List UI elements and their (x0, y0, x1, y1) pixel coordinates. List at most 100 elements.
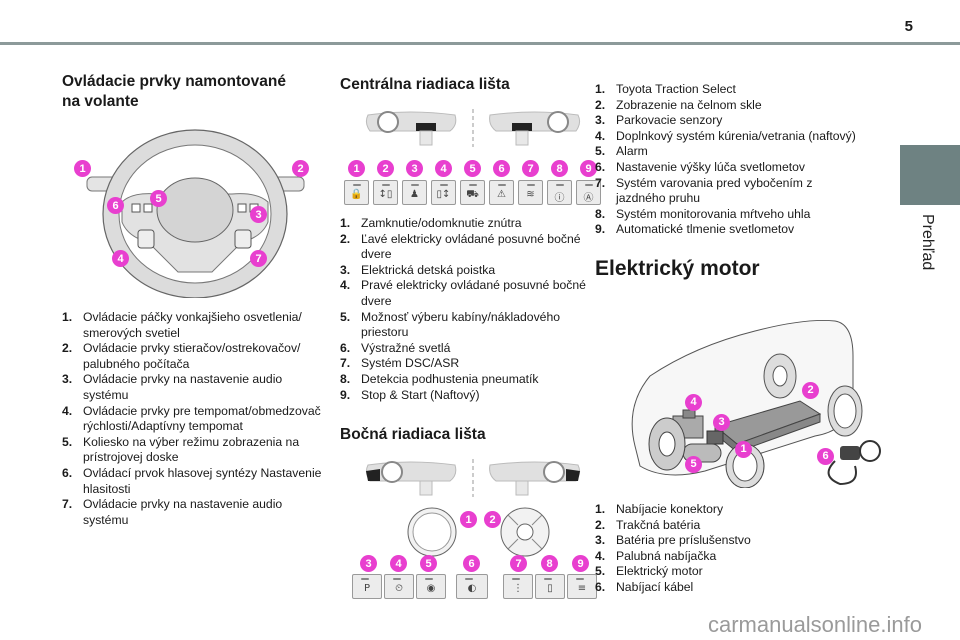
tire-pressure-button[interactable]: ⓘ (547, 180, 572, 205)
list-item: 7.Ovládacie prvky na nastavenie audio sy… (62, 497, 327, 528)
hazard-button[interactable]: ⚠ (489, 180, 514, 205)
side-control-list: 1.Toyota Traction Select 2.Zobrazenie na… (595, 82, 895, 238)
list-item: 4.Ovládacie prvky pre tempomat/obmedzova… (62, 404, 327, 435)
list-item: 2.Ovládacie prvky stieračov/ostrekovačov… (62, 341, 327, 372)
list-item: 1.Toyota Traction Select (595, 82, 895, 98)
list-item: 2.Zobrazenie na čelnom skle (595, 98, 895, 114)
electric-van-icon (631, 319, 881, 489)
item-text: Automatické tlmenie svetlometov (616, 222, 795, 237)
item-number: 2. (340, 231, 351, 246)
side-dashboard-illustration (340, 457, 605, 501)
item-text: Ovládacie prvky stieračov/ostrekovačov/ … (83, 341, 301, 371)
right-sliding-door-icon: ▯↕ (436, 189, 451, 200)
side-controls-cluster: 1 2 3 4 5 6 7 8 9 P ⏲ ◉ ◐ ⋮ ▯ ≡ (340, 507, 605, 600)
electric-badge-5: 5 (685, 455, 702, 473)
cabin-cargo-button[interactable]: ⛟ (460, 180, 485, 205)
park-sensor-off-icon: P (363, 583, 371, 595)
list-item: 4.Pravé elektricky ovládané posuvné bočn… (340, 278, 605, 309)
central-badge-8: 8 (551, 160, 568, 177)
steering-badge-1: 1 (74, 160, 91, 177)
side-control-list-section: 1.Toyota Traction Select 2.Zobrazenie na… (595, 82, 895, 596)
item-number: 5. (595, 564, 606, 579)
aux-heating-button[interactable]: ⏲ (384, 574, 414, 600)
steering-badge-4: 4 (112, 250, 129, 267)
steering-controls-list: 1.Ovládacie páčky vonkajšieho osvetlenia… (62, 310, 327, 528)
left-sliding-door-button[interactable]: ↕▯ (373, 180, 398, 205)
steering-badge-3: 3 (250, 206, 267, 223)
item-text: Ovládacie prvky na nastavenie audio syst… (83, 372, 283, 402)
item-number: 4. (62, 403, 73, 418)
lane-departure-button[interactable]: ⋮ (503, 574, 533, 600)
park-sensor-button[interactable]: P (352, 574, 382, 600)
item-number: 5. (595, 144, 606, 159)
item-number: 9. (340, 387, 351, 402)
watermark-link[interactable]: carmanualsonline.info (707, 612, 922, 637)
list-item: 5.Elektrický motor (595, 564, 895, 580)
item-text: Doplnkový systém kúrenia/vetrania (nafto… (616, 128, 856, 143)
side-badge-5: 5 (420, 555, 437, 573)
chapter-tab-label[interactable]: Prehľad (919, 214, 936, 271)
side-badge-6: 6 (463, 555, 480, 573)
steering-badge-5: 5 (150, 190, 167, 207)
side-control-title: Bočná riadiaca lišta (340, 426, 486, 444)
item-text: Elektrická detská poistka (361, 262, 496, 277)
central-buttons-row: 1 2 3 4 5 6 7 8 9 🔒 ↕▯ ♟ ▯↕ ⛟ ⚠ ≋ ⓘ Ⓐ (340, 160, 605, 210)
electric-motor-title: Elektrický motor (595, 256, 760, 280)
central-badge-7: 7 (522, 160, 539, 177)
dashboard-layout-icon (365, 109, 581, 147)
list-item: 3.Ovládacie prvky na nastavenie audio sy… (62, 372, 327, 403)
item-number: 8. (340, 371, 351, 386)
electric-motor-list: 1.Nabíjacie konektory 2.Trakčná batéria … (595, 502, 895, 596)
chapter-tab-marker[interactable] (900, 145, 960, 205)
central-dashboard-illustration (340, 107, 605, 151)
child-lock-button[interactable]: ♟ (402, 180, 427, 205)
dsc-off-button[interactable]: ≋ (518, 180, 543, 205)
blind-spot-button[interactable]: ▯ (535, 574, 565, 600)
item-number: 3. (595, 113, 606, 128)
item-text: Nabíjací kábel (616, 579, 694, 594)
central-badge-1: 1 (348, 160, 365, 177)
right-sliding-door-button[interactable]: ▯↕ (431, 180, 456, 205)
electric-badge-3: 3 (713, 413, 730, 431)
steering-wheel-illustration: 1 2 3 4 5 6 7 (62, 122, 327, 299)
list-item: 6.Výstražné svetlá (340, 341, 605, 357)
list-item: 5.Alarm (595, 144, 895, 160)
stop-start-button[interactable]: Ⓐ (576, 180, 601, 205)
central-control-section: Centrálna riadiaca lišta 1 2 3 4 5 6 7 8… (340, 72, 605, 600)
central-badge-3: 3 (406, 160, 423, 177)
steering-controls-title: Ovládacie prvky namontované na volante (62, 73, 286, 110)
item-number: 6. (62, 465, 73, 480)
list-item: 1.Ovládacie páčky vonkajšieho osvetlenia… (62, 310, 327, 341)
item-number: 9. (595, 222, 606, 237)
child-lock-icon: ♟ (410, 189, 419, 200)
item-text: Možnosť výberu kabíny/nákladového priest… (361, 309, 561, 340)
item-text: Pravé elektricky ovládané posuvné bočné … (361, 278, 586, 308)
list-item: 1.Nabíjacie konektory (595, 502, 895, 518)
headlamp-level-icon: ◐ (467, 583, 477, 595)
item-number: 5. (340, 309, 351, 324)
item-text: Ovládacie prvky na nastavenie audio syst… (83, 497, 283, 527)
item-number: 1. (340, 216, 351, 230)
list-item: 9. Automatické tlmenie svetlometov (595, 222, 895, 238)
page-number: 5 (904, 18, 913, 35)
list-item: 7.Systém DSC/ASR (340, 356, 605, 372)
side-badge-2: 2 (484, 511, 501, 529)
steering-wheel-icon (86, 129, 305, 299)
auto-high-beam-button[interactable]: ≡ (567, 574, 597, 600)
electric-van-illustration: 1 2 3 4 5 6 (595, 296, 885, 489)
alarm-icon: ◉ (426, 583, 436, 595)
item-number: 7. (340, 356, 351, 371)
central-badge-2: 2 (377, 160, 394, 177)
central-control-list: 1.Zamknutie/odomknutie znútra 2.Ľavé ele… (340, 216, 605, 403)
headlamp-level-wheel[interactable]: ◐ (456, 574, 488, 600)
central-badge-6: 6 (493, 160, 510, 177)
hud-control-pad-icon (500, 507, 550, 557)
alarm-button[interactable]: ◉ (416, 574, 446, 600)
central-badge-5: 5 (464, 160, 481, 177)
side-badge-8: 8 (541, 555, 558, 573)
lock-button[interactable]: 🔒 (344, 180, 369, 205)
aux-heating-icon: ⏲ (395, 583, 403, 595)
item-text: Nastavenie výšky lúča svetlometov (616, 159, 805, 174)
item-number: 8. (595, 206, 606, 221)
cabin-cargo-icon: ⛟ (466, 189, 479, 200)
